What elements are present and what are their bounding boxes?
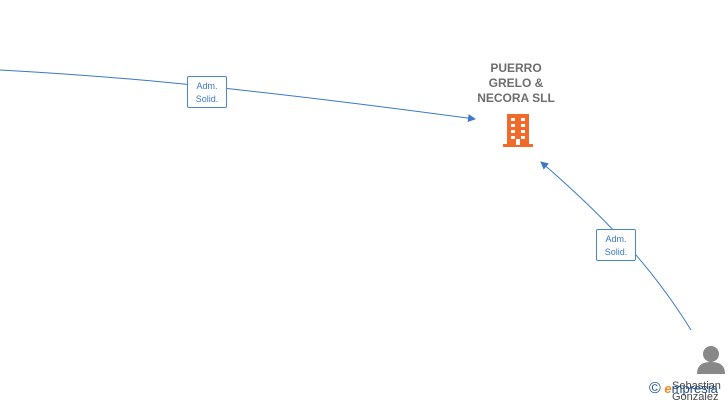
person-icon[interactable] <box>694 344 728 378</box>
relation-label-line1: Adm. <box>196 81 218 91</box>
relation-label: Adm. Solid. <box>596 229 636 261</box>
watermark: © empresia <box>649 380 728 400</box>
person-name[interactable]: Sebastian Gonzalez <box>672 381 721 403</box>
edge-left-to-company <box>0 69 476 123</box>
relation-label-line2: Solid. <box>604 247 628 257</box>
watermark-text: mpresia <box>671 381 718 396</box>
relation-label-line2: Solid. <box>195 94 219 104</box>
relation-label: Adm. Solid. <box>187 76 227 108</box>
relation-label-line1: Adm. <box>605 234 627 244</box>
company-name[interactable]: PUERRO GRELO & NECORA SLL <box>477 61 555 105</box>
watermark-e: e <box>664 381 672 396</box>
copyright-icon: © <box>649 380 661 397</box>
building-icon[interactable] <box>500 112 536 148</box>
